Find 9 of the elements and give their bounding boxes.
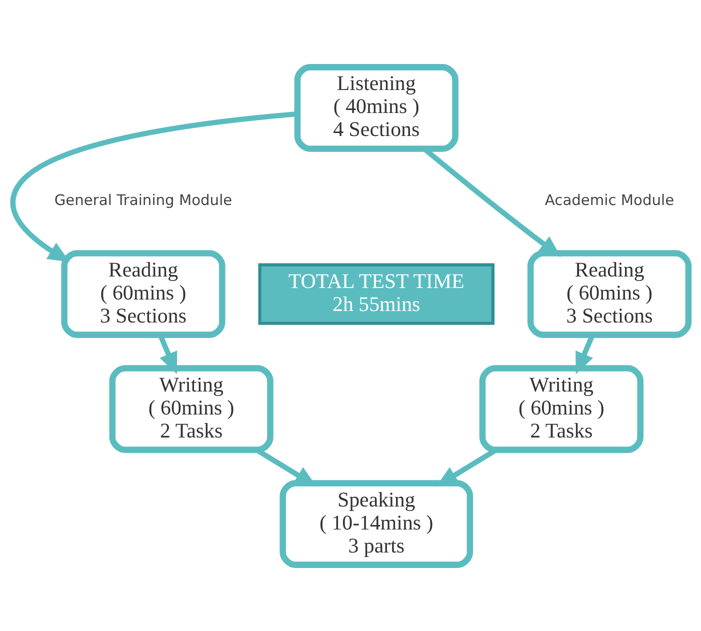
node-box: Writing ( 60mins ) 2 Tasks bbox=[109, 364, 274, 452]
node-box: Reading ( 60mins ) 3 Sections bbox=[61, 250, 226, 338]
label: General Training Module bbox=[54, 191, 232, 208]
node-box: Reading ( 60mins ) 3 Sections bbox=[527, 250, 692, 338]
node-box: Listening ( 40mins ) 4 Sections bbox=[294, 64, 458, 152]
node-box: TOTAL TEST TIME 2h 55mins bbox=[258, 262, 495, 324]
node-box: Writing ( 60mins ) 2 Tasks bbox=[479, 364, 644, 452]
label: Academic Module bbox=[544, 191, 674, 208]
node-box: Speaking ( 10-14mins ) 3 parts bbox=[280, 480, 474, 568]
